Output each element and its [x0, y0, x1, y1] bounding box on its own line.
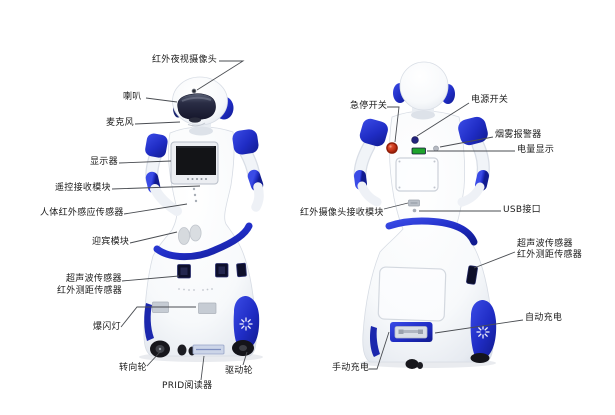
back-caster [405, 359, 419, 369]
line-welcome-module [129, 231, 178, 244]
front-right-arm [238, 144, 264, 212]
label-usb-port: USB接口 [503, 205, 541, 215]
chest-screen [170, 141, 219, 185]
front-left-shoulder-pad [145, 133, 168, 158]
line-ir-night-camera [196, 60, 245, 91]
auto-charging-port [390, 322, 433, 342]
label-steering-wheel: 转向轮 [119, 363, 147, 373]
back-hip-stripe [385, 217, 478, 246]
usb-port-dot [412, 208, 417, 213]
center-caster [177, 344, 187, 356]
camera-dot [191, 88, 197, 94]
back-right-shoulder-pad [458, 116, 488, 146]
back-caster-2 [417, 362, 423, 369]
front-neck-shadow [189, 126, 213, 136]
label-battery-display: 电量显示 [517, 145, 555, 155]
line-display [118, 160, 172, 164]
back-drive-wheel [470, 353, 490, 363]
back-ultrasonic-slot [466, 265, 478, 285]
front-waist-stripe [153, 222, 253, 261]
label-welcome-module: 迎宾模块 [92, 237, 130, 247]
label-manual-charging: 手动充电 [332, 363, 370, 373]
line-remote-receiver [111, 185, 201, 190]
label-ir-camera-receiver: 红外摄像头接收模块 [300, 208, 384, 218]
back-left-arm [353, 139, 382, 207]
back-left-shoulder-pad [359, 118, 388, 147]
back-head [399, 61, 449, 111]
front-ir-ranging-dots [178, 288, 213, 291]
visor-highlight [181, 96, 212, 102]
label-power-switch: 电源开关 [471, 95, 509, 105]
leader-lines [111, 60, 524, 381]
line-emergency-stop [387, 106, 400, 143]
steering-wheel-caster [150, 340, 170, 358]
front-right-shoulder-pad [232, 129, 259, 155]
welcome-module-sensors [177, 224, 202, 245]
line-speaker [145, 97, 178, 103]
right-hand [251, 182, 264, 212]
remote-receiver-dots [192, 187, 198, 203]
front-right-wheel-cover [233, 296, 260, 347]
smoke-alarm-dot [433, 145, 439, 152]
line-power-switch [416, 102, 470, 137]
battery-level-indicator [411, 147, 426, 155]
drive-wheel [232, 340, 254, 356]
label-ir-ranging-back: 红外测距传感器 [517, 250, 583, 260]
front-ultrasonic-sensors [177, 262, 247, 279]
power-switch-button [411, 136, 419, 144]
label-prid-reader: PRID阅读器 [162, 381, 213, 391]
line-steering-wheel [146, 350, 162, 367]
line-auto-charging [434, 319, 524, 334]
back-right-arm [457, 138, 490, 207]
line-ultrasonic-back [473, 251, 516, 269]
label-remote-receiver: 遥控接收模块 [55, 183, 111, 193]
label-speaker: 喇叭 [123, 92, 142, 102]
base-access-panel [377, 266, 447, 322]
label-strobe-light: 爆闪灯 [93, 322, 121, 332]
label-emergency-stop: 急停开关 [350, 101, 388, 111]
prid-reader-strip [192, 344, 225, 355]
front-body [143, 126, 257, 357]
line-strobe-light [120, 306, 196, 328]
line-smoke-alarm [439, 136, 494, 148]
line-drive-wheel [242, 351, 248, 366]
back-left-wheel-cover [370, 326, 380, 357]
label-display: 显示器 [90, 157, 118, 167]
line-manual-charging [369, 331, 390, 370]
left-hand [150, 184, 182, 216]
robot-front-view [139, 76, 264, 362]
back-right-wheel-cover [470, 300, 497, 356]
line-ir-camera-receiver [383, 202, 409, 210]
line-human-ir-sensor [123, 203, 188, 215]
label-ir-night-camera: 红外夜视摄像头 [152, 55, 218, 65]
robot-back-view [353, 61, 497, 369]
chin-line [187, 122, 206, 127]
label-auto-charging: 自动充电 [525, 313, 563, 323]
label-ir-ranging-front: 红外测距传感器 [57, 286, 123, 296]
label-ultrasonic-front: 超声波传感器 [66, 274, 122, 284]
line-microphone [134, 121, 181, 125]
label-human-ir-sensor: 人体红外感应传感器 [40, 208, 124, 218]
emergency-stop-button [386, 142, 398, 154]
ir-camera-receiver [408, 199, 420, 207]
label-microphone: 麦克风 [106, 118, 134, 128]
line-ultrasonic-front [121, 275, 180, 282]
back-access-panel [395, 157, 439, 192]
label-ultrasonic-back: 超声波传感器 [517, 239, 573, 249]
label-smoke-alarm: 烟雾报警器 [495, 130, 542, 140]
label-drive-wheel: 驱动轮 [225, 366, 253, 376]
front-left-wheel-cover [144, 303, 154, 341]
visor [177, 93, 216, 120]
line-prid-reader [200, 355, 205, 381]
mouth-slot [189, 117, 201, 123]
back-neck-shadow [411, 110, 435, 120]
